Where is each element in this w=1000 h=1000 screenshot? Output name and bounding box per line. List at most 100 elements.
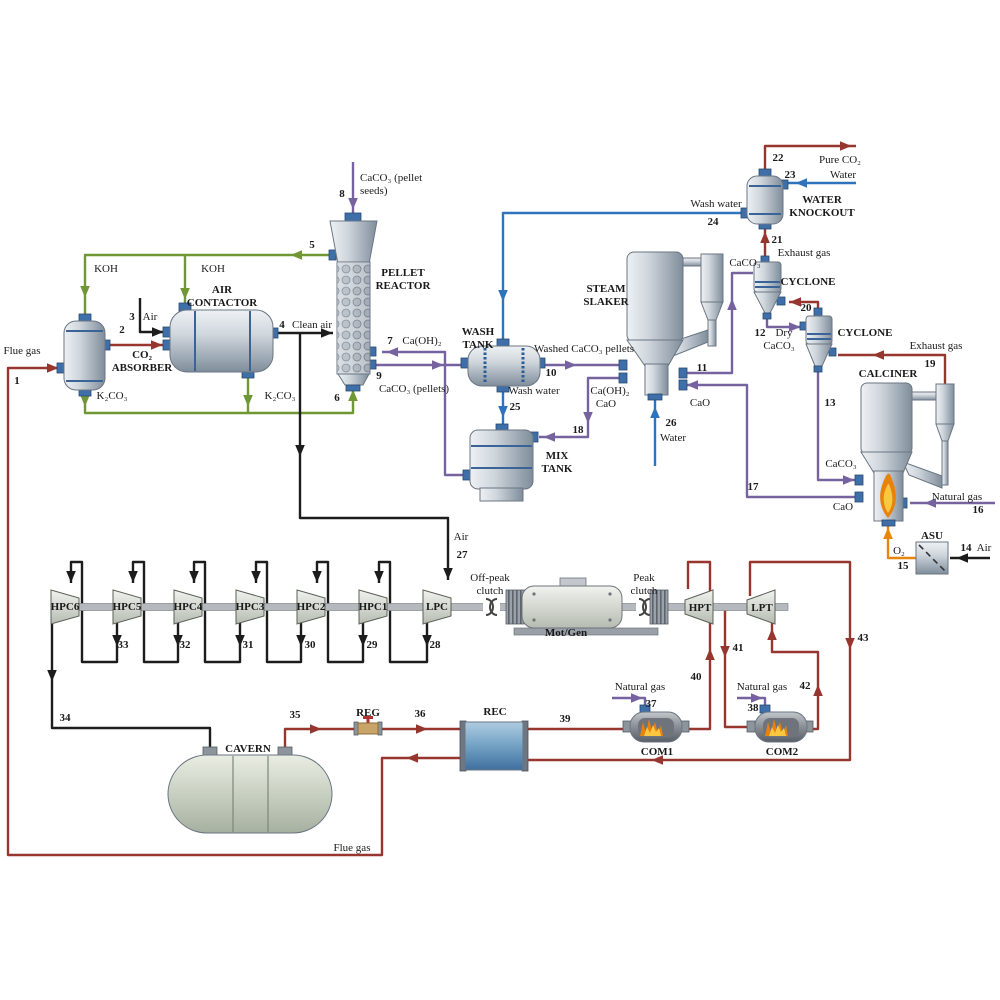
label-stream-34: 34: [60, 712, 72, 724]
label-machine-hpc6: HPC6: [51, 601, 80, 613]
label-air-3: Air: [143, 311, 158, 323]
label-natural-gas-37: Natural gas: [615, 681, 665, 693]
label-equip-asu: ASU: [921, 530, 943, 542]
label-machine-hpc2: HPC2: [297, 601, 326, 613]
label-air-14: Air: [977, 542, 992, 554]
label-pure-co2: Pure CO₂: [819, 154, 861, 166]
compressor-lpc: [422, 589, 452, 625]
label-equip-water-knockout-2: KNOCKOUT: [789, 207, 855, 219]
pipe-intercooler-29: [315, 560, 365, 664]
label-air-27: Air: [454, 531, 469, 543]
pipe-stream-42: [770, 623, 820, 731]
label-equip-com1: COM1: [641, 746, 673, 758]
label-stream-8: 8: [339, 188, 345, 200]
label-stream-43: 43: [858, 632, 870, 644]
com1-combustor: [622, 704, 690, 743]
label-caco3-seeds-1: CaCO₃ (pellet: [360, 172, 422, 184]
label-stream-30: 30: [305, 639, 317, 651]
compressor-hpc5: [112, 589, 142, 625]
label-caoh2-7: Ca(OH)₂: [402, 335, 441, 347]
label-cao-calciner: CaO: [833, 501, 853, 513]
label-stream-5: 5: [309, 239, 315, 251]
label-offpeak-clutch-1: Off-peak: [470, 572, 510, 584]
label-equip-co2-absorber-2: ABSORBER: [112, 362, 174, 374]
label-stream-39: 39: [560, 713, 572, 725]
air-contactor: [162, 302, 279, 379]
label-stream-15: 15: [898, 560, 910, 572]
label-water-26: Water: [660, 432, 686, 444]
steam-slaker: [618, 251, 724, 401]
peak-clutch-symbol: [638, 598, 647, 616]
label-cao-18: CaO: [596, 398, 616, 410]
label-equip-motgen: Mot/Gen: [545, 627, 587, 639]
label-stream-24: 24: [708, 216, 720, 228]
label-equip-co2-absorber-1: CO₂: [132, 349, 153, 361]
label-stream-29: 29: [367, 639, 379, 651]
label-stream-17: 17: [748, 481, 760, 493]
label-k2co3-2: K₂CO₃: [265, 390, 296, 402]
label-equip-com2: COM2: [766, 746, 799, 758]
label-caco3-pellets-9: CaCO₃ (pellets): [379, 383, 449, 395]
label-natural-gas-16: Natural gas: [932, 491, 982, 503]
pipe-stream-40: [686, 560, 712, 731]
label-stream-35: 35: [290, 709, 302, 721]
compressor-hpc4: [173, 589, 203, 625]
label-equip-air-contactor-1: AIR: [212, 284, 233, 296]
pipe-intercooler-28: [377, 560, 429, 664]
label-equip-rec: REC: [483, 706, 506, 718]
label-equip-reg: REG: [356, 707, 380, 719]
label-caco3-11: CaCO₃: [729, 257, 761, 269]
label-flue-gas-left: Flue gas: [4, 345, 41, 357]
label-dry-12: Dry: [775, 327, 793, 339]
label-stream-14: 14: [961, 542, 973, 554]
label-equip-mix-tank-1: MIX: [546, 450, 569, 462]
label-offpeak-clutch-2: clutch: [477, 585, 504, 597]
asu-diagonal: [918, 544, 946, 572]
label-peak-clutch-2: clutch: [631, 585, 658, 597]
label-equip-wash-tank-2: TANK: [463, 339, 494, 351]
label-stream-33: 33: [118, 639, 130, 651]
pipe-stream-43-return: [528, 560, 852, 762]
label-caco3-13: CaCO₃: [825, 458, 857, 470]
label-koh-1: KOH: [94, 263, 118, 275]
label-stream-40: 40: [691, 671, 703, 683]
label-equip-pellet-reactor-2: REACTOR: [376, 280, 432, 292]
turbine-lpt: [746, 589, 776, 625]
label-equip-water-knockout-1: WATER: [802, 194, 843, 206]
label-equip-cavern: CAVERN: [225, 743, 271, 755]
label-stream-4: 4: [279, 319, 285, 331]
equipment-layer: [56, 168, 955, 834]
cavern: [167, 746, 333, 834]
label-exhaust-gas-21: Exhaust gas: [778, 247, 831, 259]
asu-unit: [915, 541, 949, 575]
label-stream-16: 16: [973, 504, 985, 516]
cyclone-2: [799, 307, 837, 373]
label-machine-lpc: LPC: [426, 601, 448, 613]
turbine-hpt: [684, 589, 714, 625]
label-stream-27: 27: [457, 549, 469, 561]
label-stream-23: 23: [785, 169, 797, 181]
shaft: [51, 603, 789, 611]
pipe-flue-gas-main: [6, 366, 461, 857]
calciner: [854, 382, 955, 527]
label-stream-9: 9: [376, 370, 382, 382]
label-stream-38: 38: [748, 702, 760, 714]
label-exhaust-gas-19: Exhaust gas: [910, 340, 963, 352]
co2-absorber: [56, 313, 111, 397]
label-flue-gas-bottom: Flue gas: [334, 842, 371, 854]
label-wash-water-24: Wash water: [690, 198, 742, 210]
label-stream-12: 12: [755, 327, 767, 339]
label-water-23: Water: [830, 169, 856, 181]
label-clean-air: Clean air: [292, 319, 332, 331]
label-cao-17: CaO: [690, 397, 710, 409]
label-k2co3-1: K₂CO₃: [97, 390, 128, 402]
label-stream-28: 28: [430, 639, 442, 651]
label-equip-pellet-reactor-1: PELLET: [381, 267, 425, 279]
label-equip-calciner: CALCINER: [859, 368, 919, 380]
pipe-intercooler-33: [69, 560, 119, 664]
pipe-caco3-11: [684, 271, 753, 375]
label-wash-water-25: Wash water: [508, 385, 560, 397]
label-stream-31: 31: [243, 639, 254, 651]
label-machine-hpc1: HPC1: [359, 601, 388, 613]
